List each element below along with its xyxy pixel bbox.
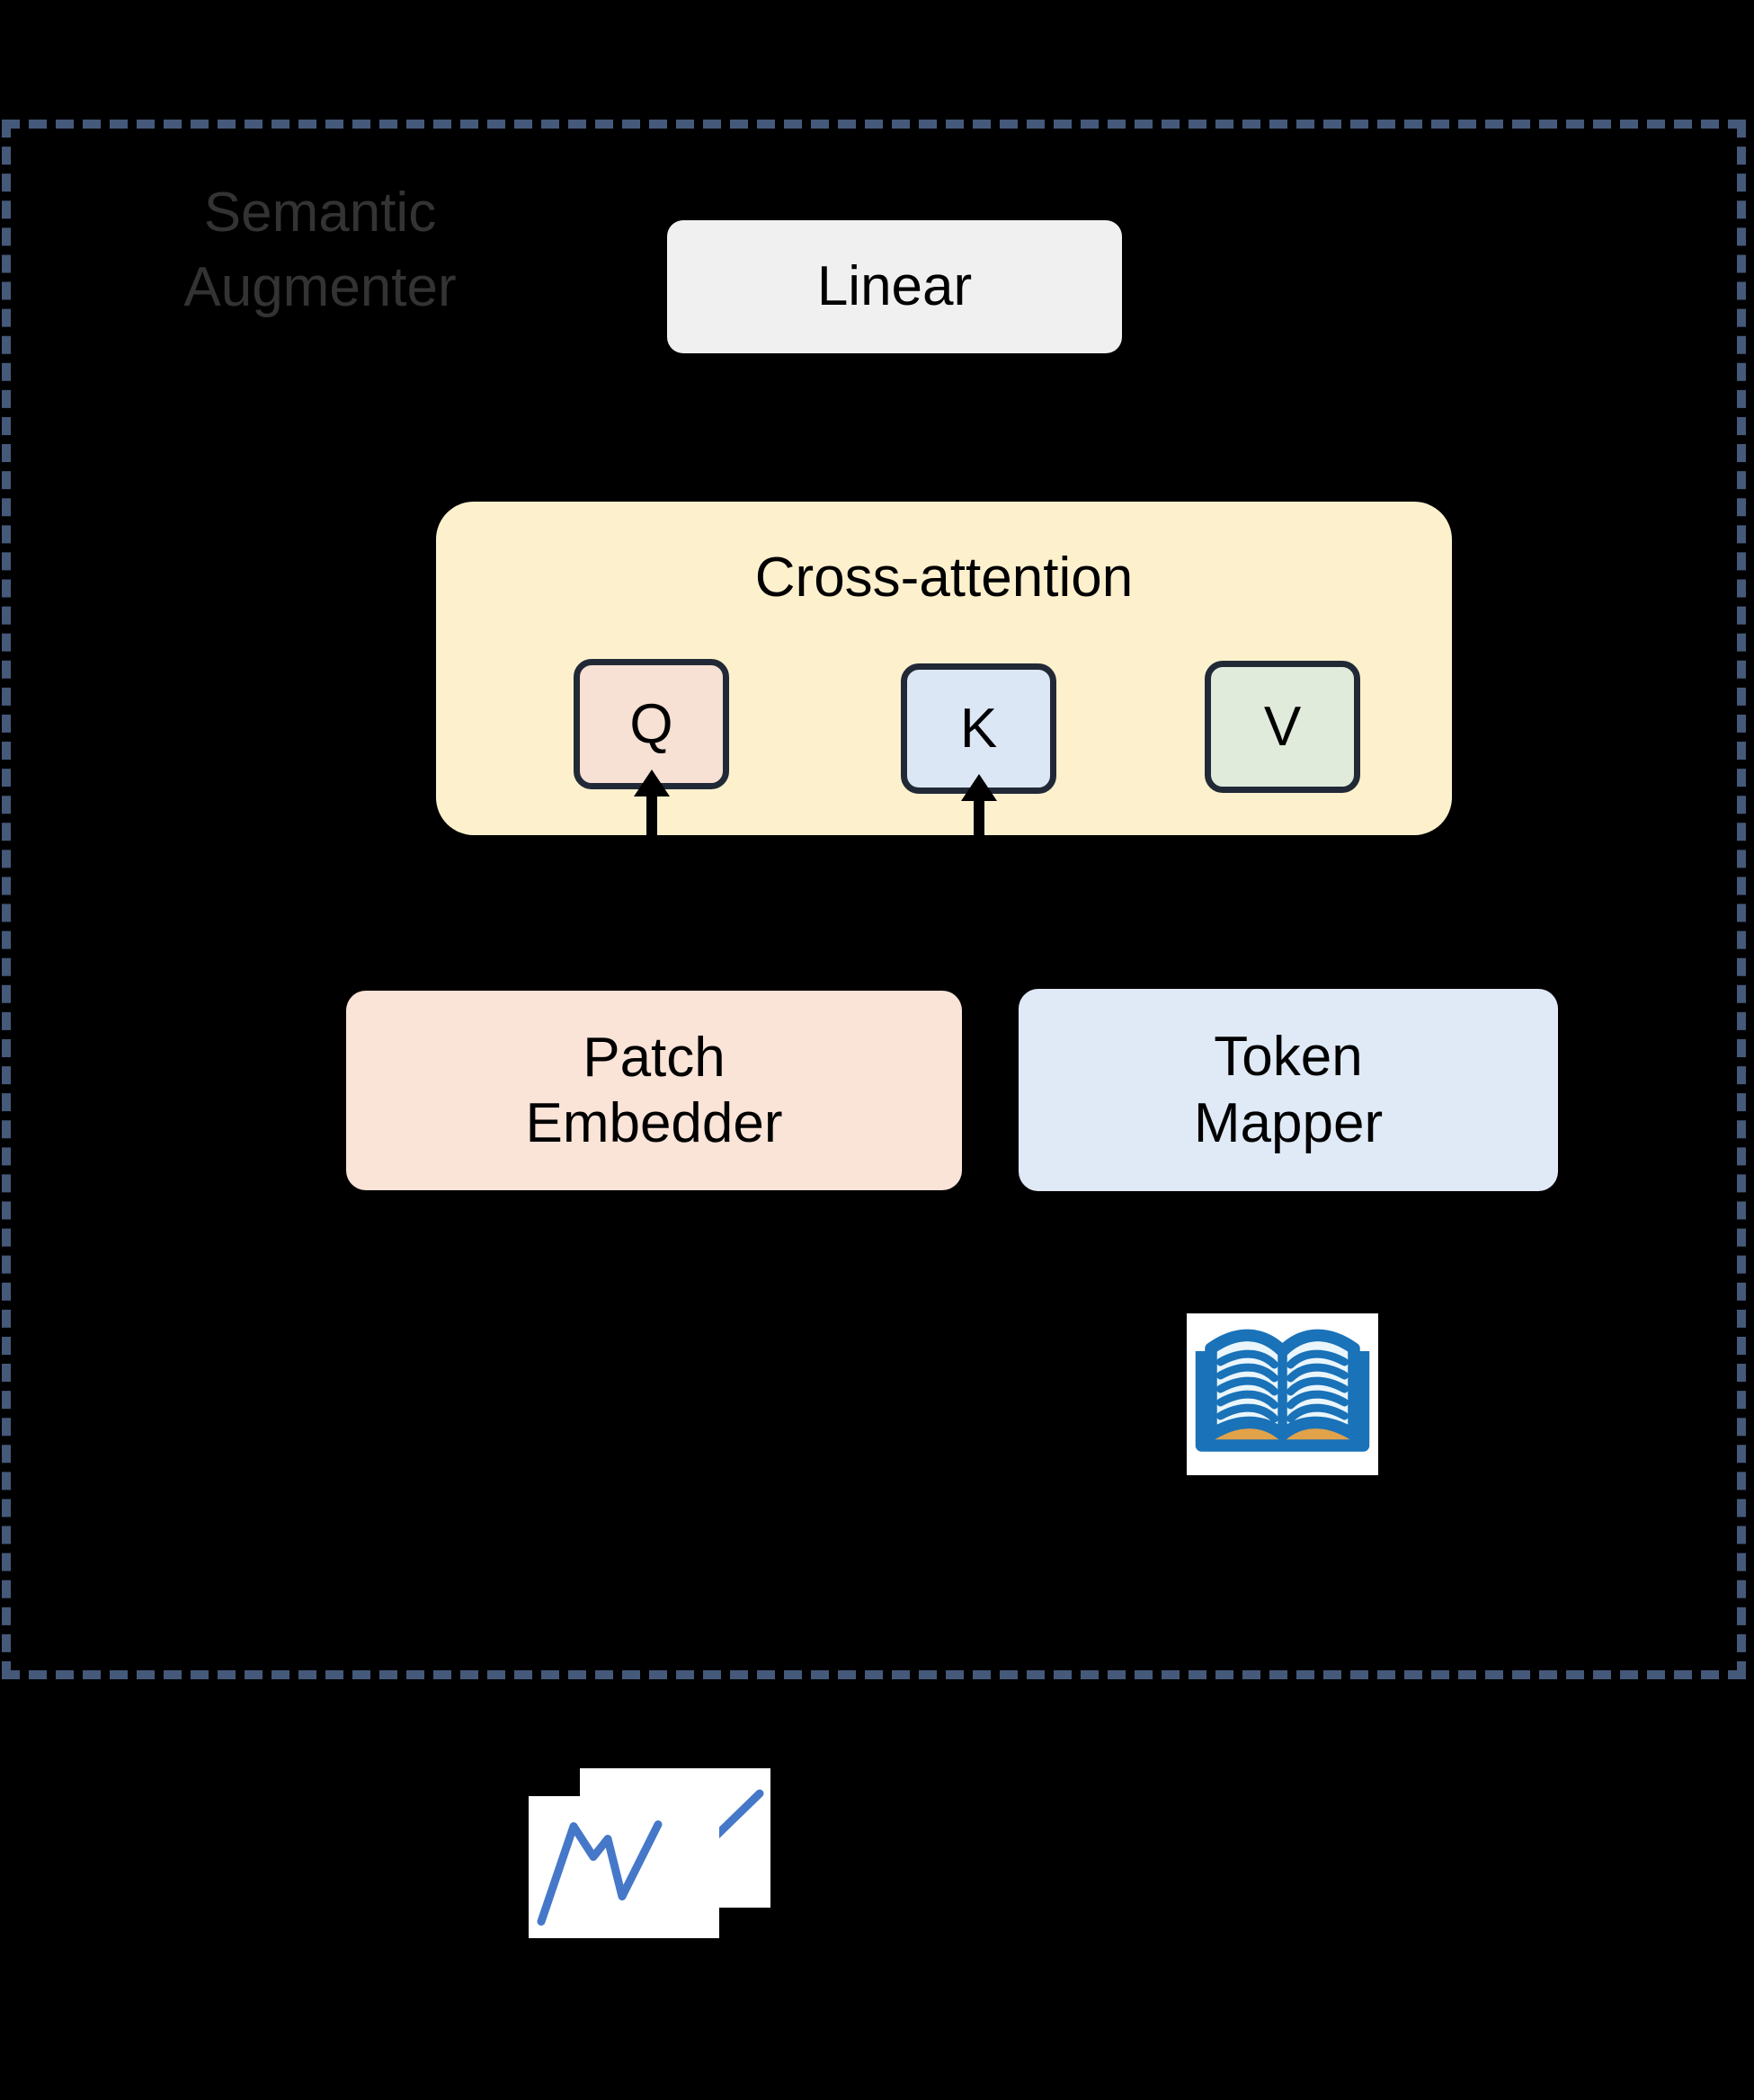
query-node[interactable]: Q: [574, 659, 729, 789]
time-series-chart-icon: [529, 1796, 719, 1938]
cross-attention-title: Cross-attention: [754, 547, 1134, 609]
value-node[interactable]: V: [1205, 661, 1360, 793]
patch-embedder-node[interactable]: Patch Embedder: [346, 991, 962, 1190]
linear-node[interactable]: Linear: [667, 220, 1122, 353]
open-book-icon: [1187, 1313, 1378, 1475]
semantic-augmenter-label: Semantic Augmenter: [183, 182, 457, 319]
semantic-augmenter-region: [2, 120, 1746, 1679]
token-mapper-node[interactable]: Token Mapper: [1019, 989, 1558, 1191]
arrow-patch-embedder-to-query: [646, 793, 657, 835]
arrow-token-mapper-to-key: [974, 797, 984, 835]
cross-attention-node[interactable]: Cross-attention Q K V: [436, 502, 1452, 835]
